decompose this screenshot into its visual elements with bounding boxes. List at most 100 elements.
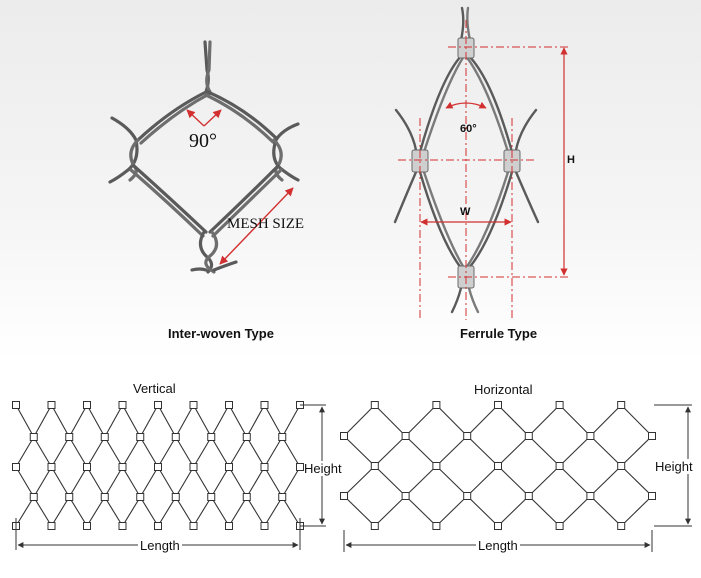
mesh-strand — [466, 435, 499, 467]
mesh-node — [401, 432, 410, 440]
mesh-strand — [157, 436, 177, 468]
mesh-strand — [228, 466, 248, 498]
interwoven-angle-mark — [186, 109, 222, 127]
mesh-strand — [104, 404, 123, 438]
mesh-strand — [157, 496, 177, 527]
mesh-node — [189, 463, 198, 471]
mesh-node — [278, 493, 287, 501]
mesh-strand — [264, 496, 283, 527]
ferrule-mesh-illustration — [393, 6, 540, 314]
mesh-strand — [374, 495, 406, 527]
mesh-strand — [122, 466, 141, 498]
mesh-strand — [33, 496, 52, 527]
mesh-node — [100, 493, 109, 501]
mesh-node — [586, 432, 595, 440]
mesh-strand — [559, 495, 591, 527]
mesh-strand — [590, 404, 622, 437]
mesh-strand — [466, 404, 499, 437]
mesh-strand — [175, 496, 194, 527]
mesh-node — [524, 432, 533, 440]
mesh-node — [370, 401, 379, 409]
mesh-node — [83, 401, 91, 409]
vertical-dimensions — [15, 404, 326, 550]
mesh-strand — [343, 465, 376, 497]
mesh-strand — [33, 436, 52, 468]
mesh-strand — [343, 495, 376, 527]
mesh-node — [648, 492, 656, 500]
mesh-strand — [51, 436, 70, 468]
mesh-strand — [559, 404, 591, 437]
mesh-strand — [590, 465, 622, 497]
mesh-strand — [528, 435, 560, 467]
mesh-node — [136, 493, 145, 501]
mesh-strand — [590, 495, 622, 527]
mesh-strand — [246, 466, 265, 498]
mesh-strand — [528, 404, 560, 437]
mesh-strand — [86, 496, 106, 527]
mesh-node — [83, 522, 91, 530]
mesh-strand — [139, 404, 159, 438]
mesh-strand — [228, 436, 248, 468]
mesh-node — [171, 433, 180, 441]
mesh-node — [12, 463, 20, 471]
mesh-strand — [528, 495, 560, 527]
ferrule-angle-label: 60° — [460, 123, 477, 135]
mesh-strand — [497, 404, 530, 437]
mesh-node — [207, 433, 216, 441]
mesh-size-label: MESH SIZE — [227, 216, 305, 232]
mesh-strand — [86, 436, 106, 468]
mesh-strand — [175, 436, 194, 468]
mesh-strand — [281, 404, 301, 438]
mesh-node — [432, 522, 441, 530]
mesh-node — [617, 522, 626, 530]
vertical-title: Vertical — [133, 381, 176, 396]
ferrule-width-label: W — [460, 206, 471, 218]
mesh-strand — [51, 466, 70, 498]
mesh-strand — [281, 436, 301, 468]
mesh-strand — [210, 404, 230, 438]
mesh-node — [207, 493, 216, 501]
vertical-height-label: Height — [304, 461, 342, 476]
mesh-strand — [497, 465, 530, 497]
mesh-strand — [246, 496, 265, 527]
mesh-strand — [86, 404, 106, 438]
mesh-node — [47, 522, 56, 530]
mesh-strand — [281, 466, 301, 498]
mesh-strand — [228, 404, 248, 438]
mesh-strand — [497, 495, 530, 527]
mesh-node — [189, 522, 198, 530]
mesh-strand — [281, 496, 301, 527]
mesh-strand — [104, 496, 123, 527]
mesh-strand — [246, 436, 265, 468]
mesh-strand — [405, 465, 437, 497]
mesh-strand — [466, 495, 499, 527]
mesh-node — [617, 462, 626, 470]
mesh-node — [29, 493, 38, 501]
mesh-strand — [374, 435, 406, 467]
mesh-strand — [264, 466, 283, 498]
mesh-node — [260, 522, 269, 530]
mesh-strand — [68, 496, 88, 527]
mesh-node — [65, 493, 74, 501]
mesh-strand — [104, 436, 123, 468]
mesh-size-arrow — [219, 187, 294, 265]
mesh-strand — [436, 465, 468, 497]
mesh-node — [340, 492, 348, 500]
mesh-strand — [157, 466, 177, 498]
mesh-node — [555, 401, 564, 409]
vertical-mesh-diagram — [12, 401, 304, 530]
mesh-strand — [139, 466, 159, 498]
mesh-strand — [228, 496, 248, 527]
mesh-strand — [436, 495, 468, 527]
mesh-strand — [405, 404, 437, 437]
mesh-node — [278, 433, 287, 441]
mesh-strand — [175, 466, 194, 498]
mesh-node — [555, 522, 564, 530]
horizontal-title: Horizontal — [474, 382, 533, 397]
horizontal-height-label: Height — [655, 459, 693, 474]
mesh-strand — [86, 466, 106, 498]
horizontal-length-label: Length — [476, 538, 520, 553]
interwoven-angle-label: 90° — [189, 130, 217, 152]
mesh-node — [463, 492, 472, 500]
